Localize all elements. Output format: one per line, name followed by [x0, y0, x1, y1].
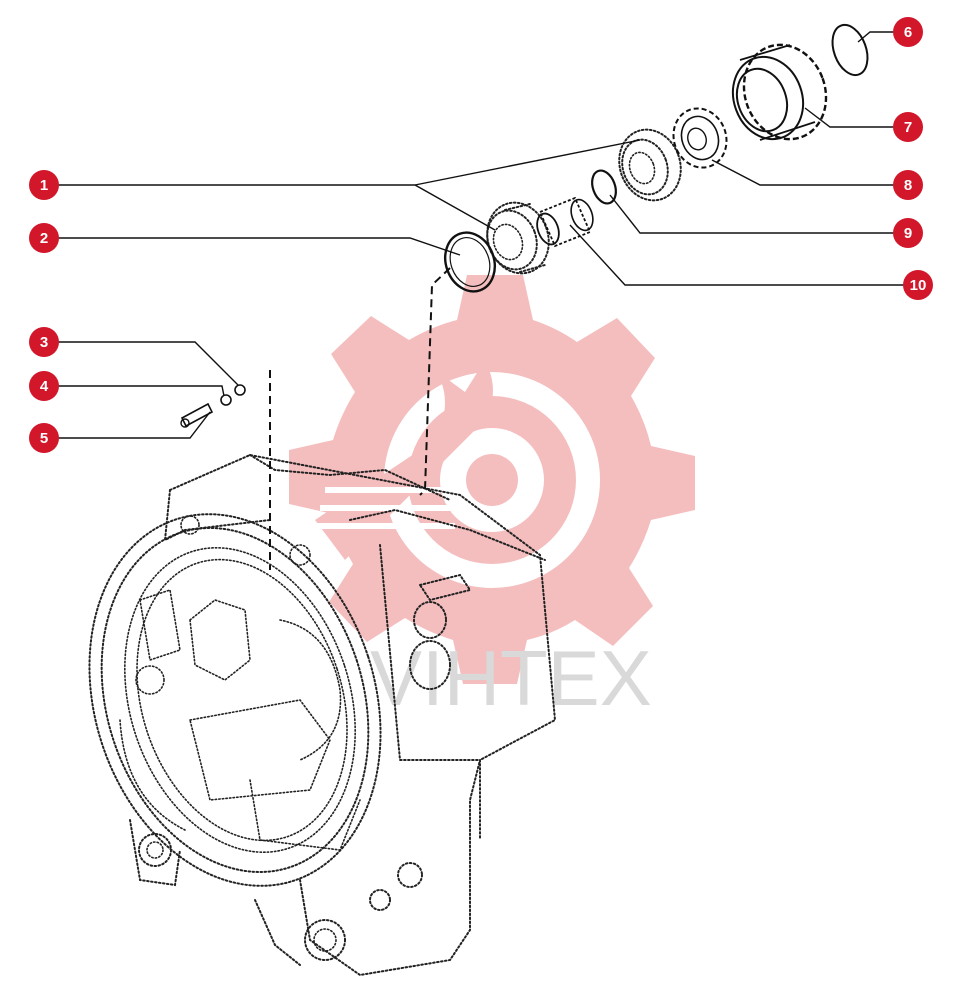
callout-2: 2: [29, 223, 59, 253]
callout-9: 9: [893, 218, 923, 248]
ball-bearing-right: [618, 128, 682, 202]
callout-8: 8: [893, 170, 923, 200]
callout-1: 1: [29, 170, 59, 200]
callout-3-label: 3: [40, 334, 48, 351]
leader-lines: [44, 31, 918, 439]
watermark-gear-logo: [289, 275, 695, 684]
callout-4: 4: [29, 371, 59, 401]
callout-7: 7: [893, 112, 923, 142]
spacer-sleeve: [536, 196, 594, 248]
gearbox-housing: [88, 453, 557, 977]
callout-6: 6: [893, 17, 923, 47]
callout-6-label: 6: [904, 24, 912, 41]
callout-3: 3: [29, 327, 59, 357]
callout-2-label: 2: [40, 230, 48, 247]
gear-center: [466, 454, 518, 506]
callout-4-label: 4: [40, 378, 49, 395]
callout-8-label: 8: [904, 177, 912, 194]
snap-ring-right: [831, 23, 869, 77]
callout-1-label: 1: [40, 177, 48, 194]
callout-9-label: 9: [904, 225, 912, 242]
snap-ring-middle: [591, 169, 617, 205]
callout-5: 5: [29, 423, 59, 453]
watermark-text: VIHTEX: [370, 634, 652, 722]
callout-10: 10: [903, 270, 933, 300]
callout-7-label: 7: [904, 119, 912, 136]
callout-10-label: 10: [910, 277, 927, 294]
fastener-set: [180, 384, 246, 428]
callout-5-label: 5: [40, 430, 48, 447]
spur-gear-large: [731, 43, 828, 141]
spur-gear-small: [672, 107, 728, 169]
